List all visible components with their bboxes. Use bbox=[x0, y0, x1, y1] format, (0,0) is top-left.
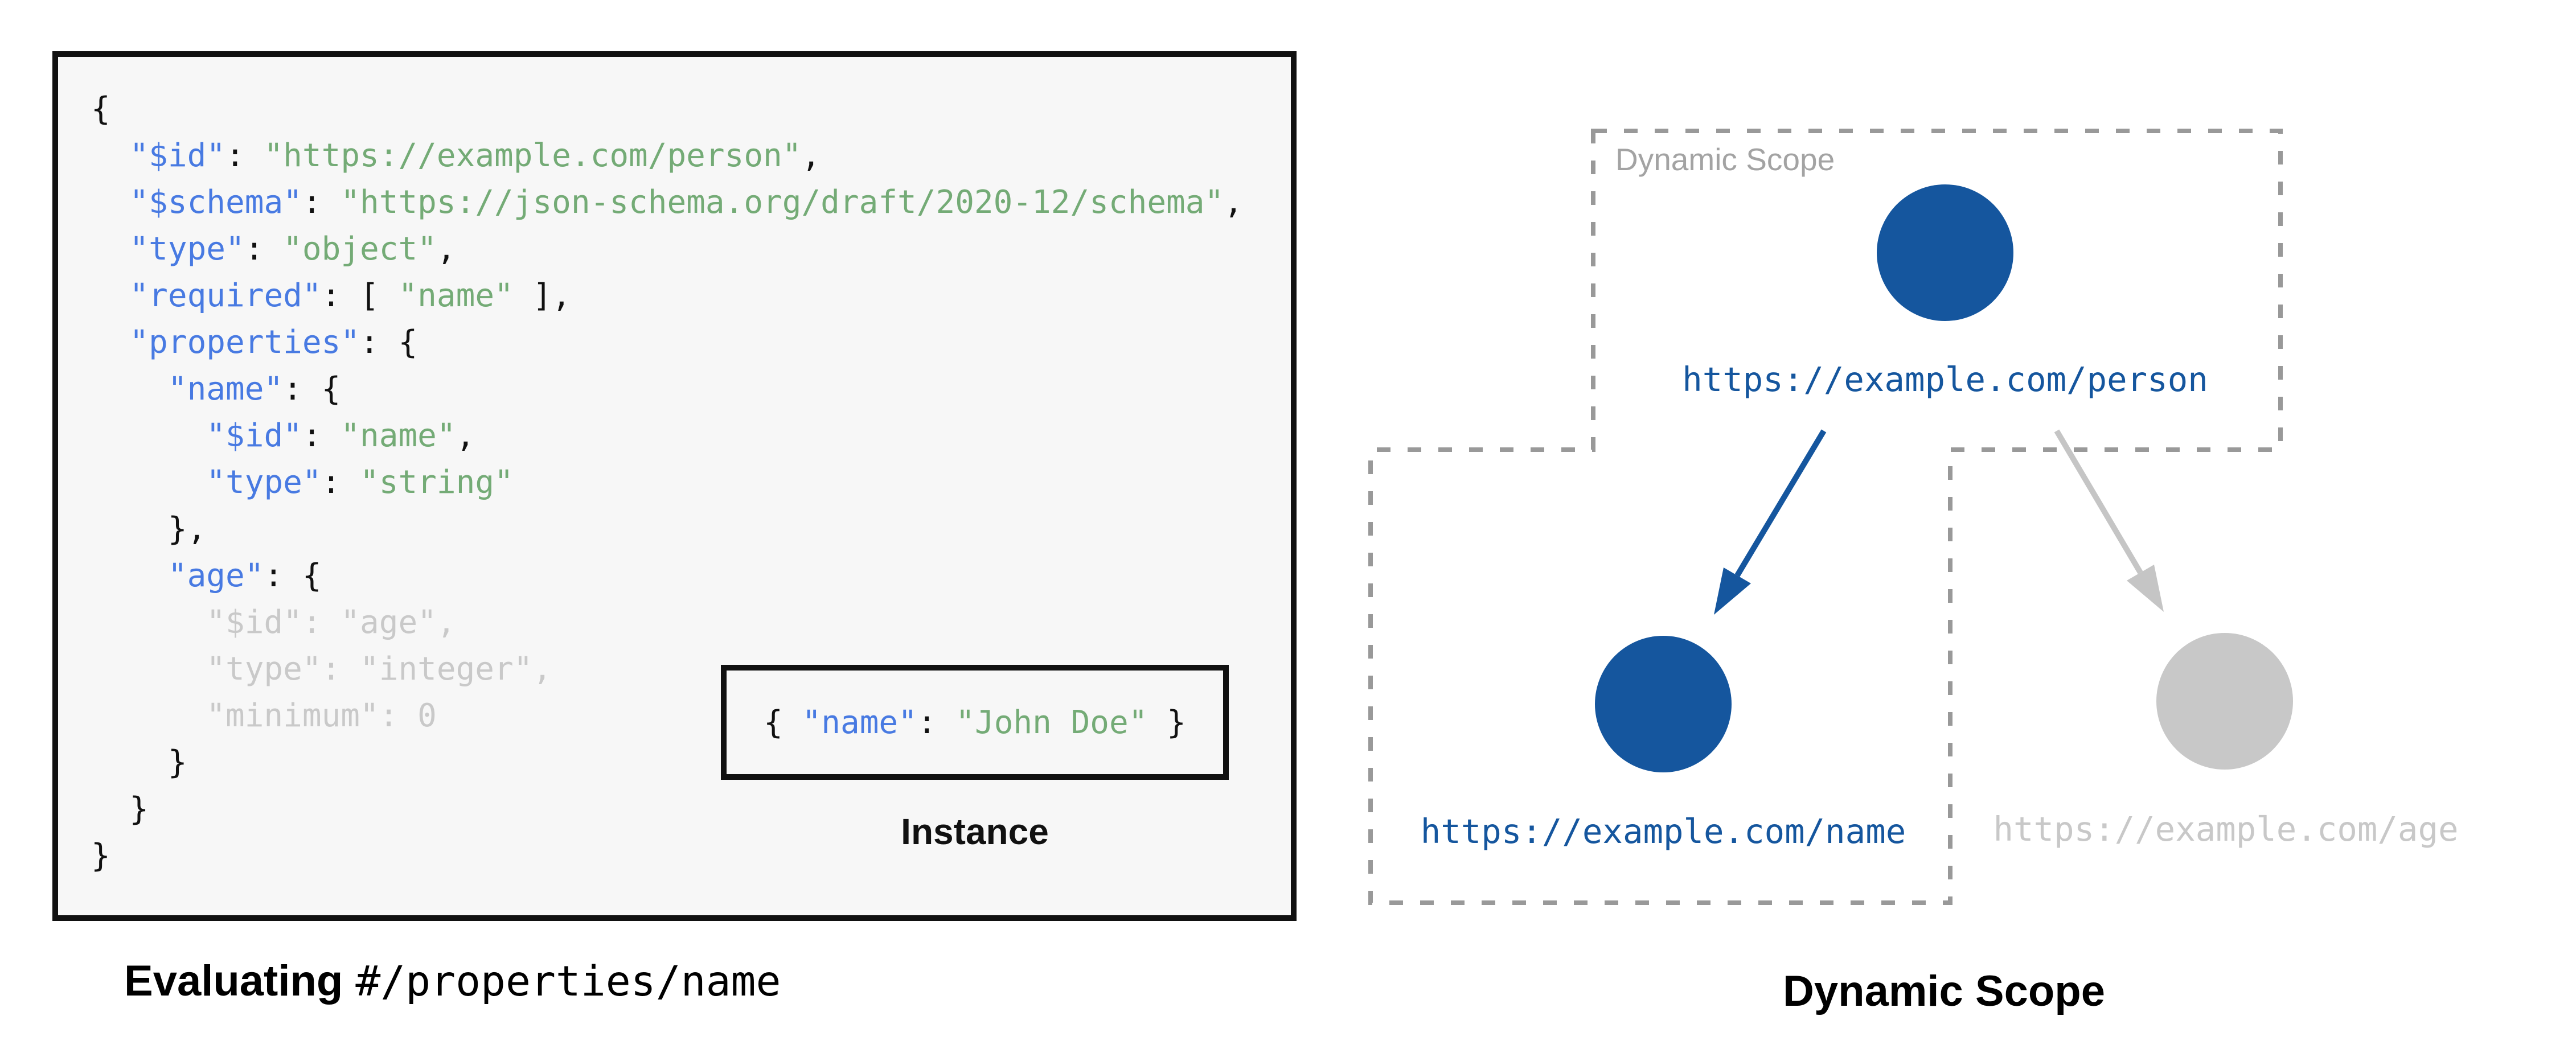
node-person-label: https://example.com/person bbox=[1682, 360, 2208, 399]
code-line: "properties": { bbox=[129, 324, 418, 361]
arrow-person-to-age-head bbox=[2127, 565, 2164, 612]
instance-label: Instance bbox=[901, 811, 1049, 852]
code-line: } bbox=[91, 837, 110, 874]
code-line: "type": "integer", bbox=[91, 651, 552, 688]
code-line: "age": { bbox=[167, 557, 322, 594]
left-caption-pointer: #/properties/name bbox=[355, 957, 781, 1006]
code-line: "type": "string" bbox=[206, 464, 514, 501]
code-line: } bbox=[91, 744, 187, 781]
node-name-circle bbox=[1595, 636, 1732, 772]
schema-code-box: { "$id": "https://example.com/person", "… bbox=[52, 51, 1297, 921]
instance-code: { "name": "John Doe" } bbox=[764, 704, 1186, 741]
code-line: "required": [ "name" ], bbox=[129, 277, 571, 314]
dynamic-scope-outline bbox=[1368, 129, 2283, 905]
dynamic-scope-region-label: Dynamic Scope bbox=[1615, 142, 1835, 177]
code-line: "type": "object", bbox=[129, 231, 456, 268]
code-line: }, bbox=[91, 511, 207, 548]
left-caption: Evaluating #/properties/name bbox=[124, 956, 781, 1006]
code-line: { bbox=[91, 91, 110, 127]
node-name-label: https://example.com/name bbox=[1420, 812, 1906, 851]
code-line: "minimum": 0 bbox=[91, 697, 437, 734]
code-line: "$schema": "https://json-schema.org/draf… bbox=[129, 184, 1243, 221]
schema-code: { "$id": "https://example.com/person", "… bbox=[58, 57, 1291, 879]
arrow-person-to-name-head bbox=[1714, 567, 1751, 615]
node-person-circle bbox=[1877, 184, 2013, 321]
node-age-circle bbox=[2156, 633, 2293, 770]
right-caption: Dynamic Scope bbox=[1783, 967, 2105, 1015]
arrow-person-to-name bbox=[1734, 429, 1827, 577]
code-line: "$id": "name", bbox=[206, 417, 475, 454]
code-line: "$id": "age", bbox=[91, 604, 456, 641]
instance-box: { "name": "John Doe" } bbox=[721, 665, 1229, 780]
code-line: "name": { bbox=[167, 371, 341, 408]
node-age-label: https://example.com/age bbox=[1993, 809, 2459, 849]
left-caption-keyword: Evaluating bbox=[124, 957, 343, 1005]
arrow-person-to-age bbox=[2054, 429, 2143, 574]
code-line: } bbox=[91, 791, 149, 828]
code-line: "$id": "https://example.com/person", bbox=[129, 137, 821, 174]
